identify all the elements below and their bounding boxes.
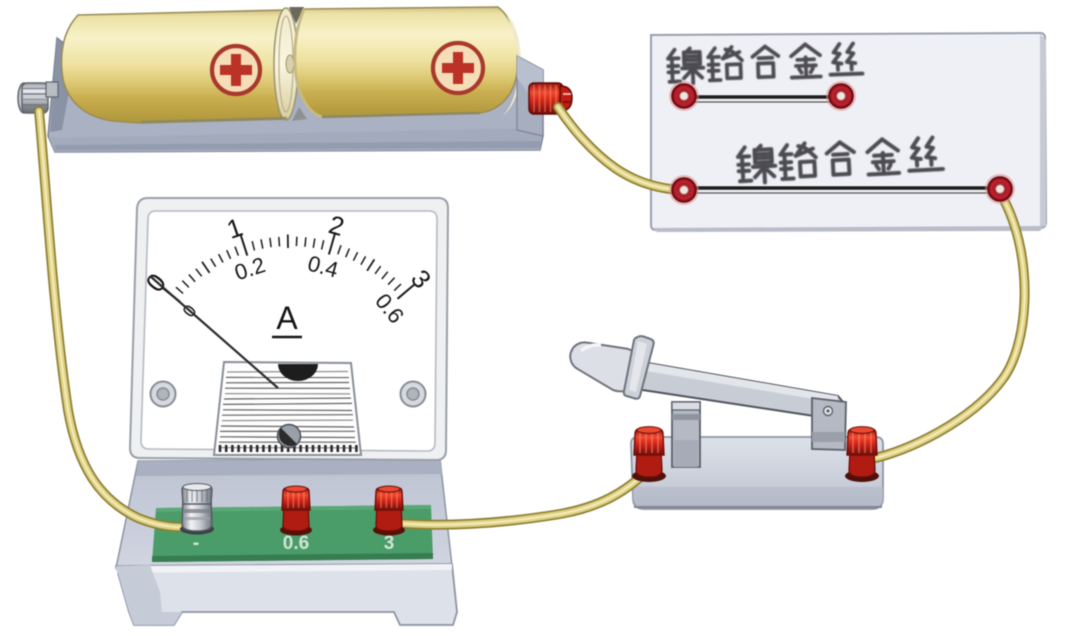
svg-text:A: A (276, 300, 298, 336)
svg-text:-: - (193, 532, 200, 554)
svg-text:3: 3 (384, 533, 395, 554)
svg-text:0.6: 0.6 (283, 533, 309, 554)
